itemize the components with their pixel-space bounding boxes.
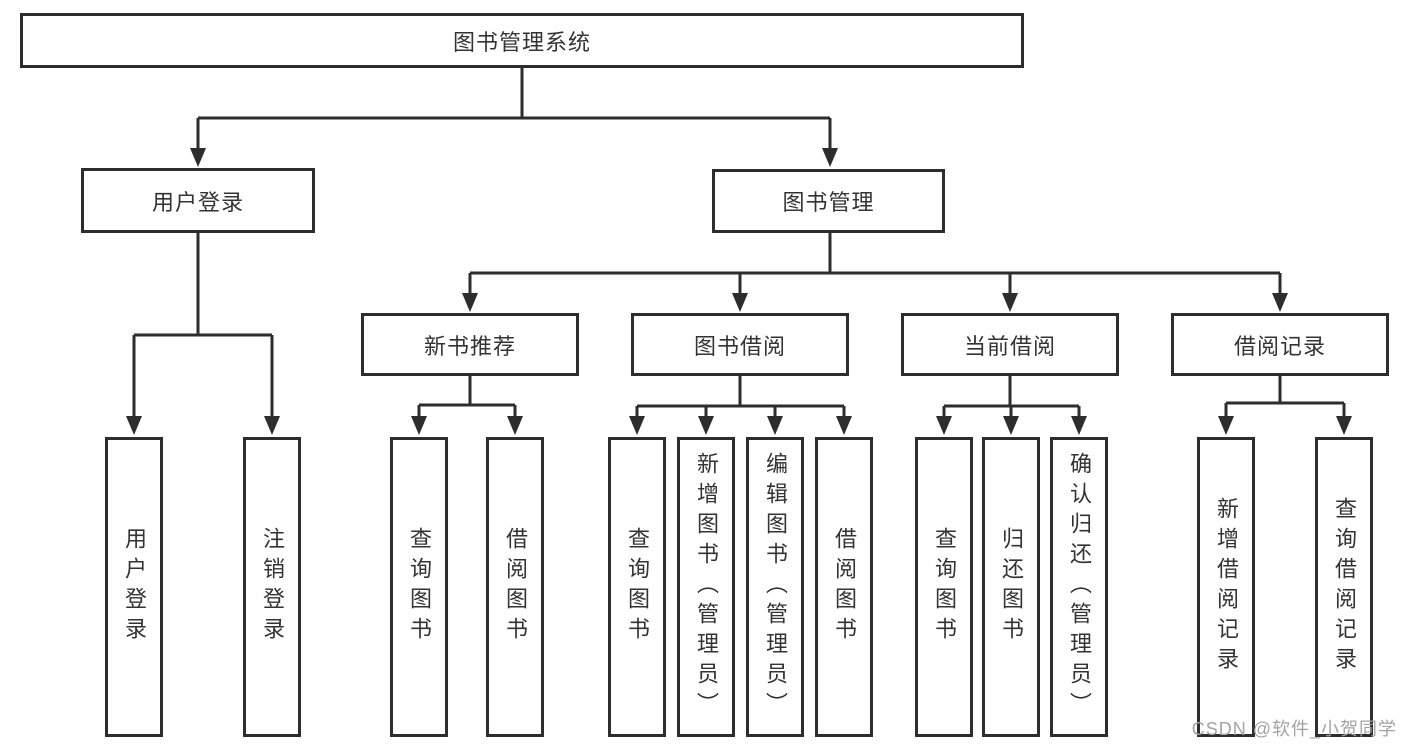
leaf-recommend-borrow-books: 借阅图书: [486, 437, 544, 737]
leaf-records-query-record: 查询借阅记录: [1315, 437, 1373, 737]
leaf-recommend-borrow-books-label: 借阅图书: [503, 527, 528, 647]
node-borrowing-records: 借阅记录: [1171, 313, 1389, 376]
leaf-borrowing-borrow-books: 借阅图书: [815, 437, 873, 737]
leaf-user-login-label: 用户登录: [122, 527, 147, 647]
leaf-borrowing-edit-books-admin-label: 编辑图书（管理员）: [763, 452, 788, 722]
leaf-borrowing-borrow-books-label: 借阅图书: [832, 527, 857, 647]
leaf-records-query-record-label: 查询借阅记录: [1332, 497, 1357, 677]
node-root: 图书管理系统: [20, 13, 1024, 68]
leaf-current-return-books-label: 归还图书: [999, 527, 1024, 647]
leaf-logout-label: 注销登录: [260, 527, 285, 647]
leaf-current-query-books: 查询图书: [915, 437, 973, 737]
leaf-recommend-query-books-label: 查询图书: [407, 527, 432, 647]
leaf-borrowing-add-books-admin-label: 新增图书（管理员）: [694, 452, 719, 722]
csdn-watermark: CSDN @软件_小贺同学: [1191, 719, 1397, 739]
leaf-current-confirm-return-admin-label: 确认归还（管理员）: [1067, 452, 1092, 722]
leaf-borrowing-add-books-admin: 新增图书（管理员）: [677, 437, 735, 737]
leaf-current-query-books-label: 查询图书: [932, 527, 957, 647]
leaf-borrowing-query-books-label: 查询图书: [625, 527, 650, 647]
leaf-borrowing-edit-books-admin: 编辑图书（管理员）: [746, 437, 804, 737]
leaf-recommend-query-books: 查询图书: [390, 437, 448, 737]
leaf-current-return-books: 归还图书: [982, 437, 1040, 737]
leaf-current-confirm-return-admin: 确认归还（管理员）: [1050, 437, 1108, 737]
leaf-logout: 注销登录: [243, 437, 301, 737]
leaf-borrowing-query-books: 查询图书: [608, 437, 666, 737]
leaf-records-add-record-label: 新增借阅记录: [1214, 497, 1239, 677]
node-book-borrowing: 图书借阅: [631, 313, 849, 376]
node-new-book-recommend: 新书推荐: [361, 313, 579, 376]
leaf-user-login: 用户登录: [105, 437, 163, 737]
leaf-records-add-record: 新增借阅记录: [1197, 437, 1255, 737]
node-current-borrowing: 当前借阅: [901, 313, 1119, 376]
node-book-management: 图书管理: [712, 169, 945, 233]
node-user-login: 用户登录: [81, 168, 315, 233]
